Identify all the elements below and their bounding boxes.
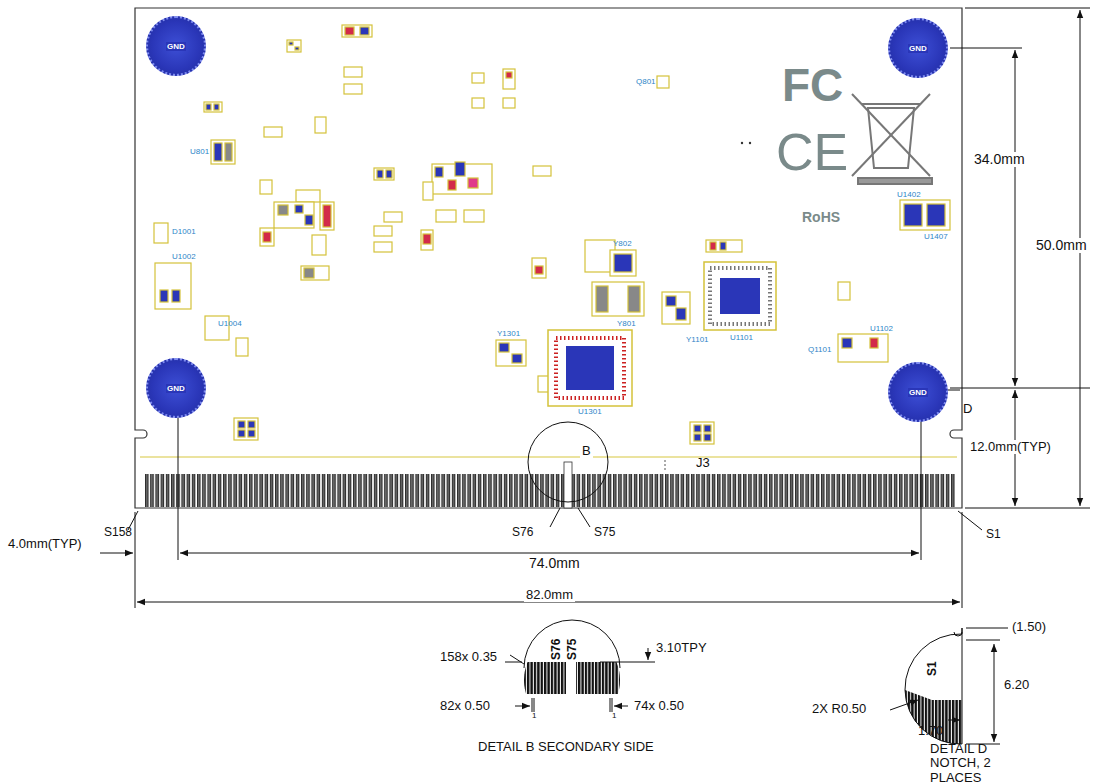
- dimension-text: 74.0mm: [527, 556, 582, 571]
- dimension-text: 74x 0.50: [634, 699, 684, 713]
- dimension-text: 82x 0.50: [440, 699, 490, 713]
- gnd-pad: GND: [888, 362, 948, 422]
- fcc-logo: FC: [782, 60, 843, 111]
- pin-name: S75: [594, 526, 615, 539]
- detail-b: [505, 620, 655, 712]
- connector-name: J3: [696, 456, 710, 470]
- dimension-text: 3.10TPY: [656, 641, 707, 655]
- ref-designator: U1402: [897, 191, 921, 200]
- detail-d: [890, 628, 1008, 744]
- pin-name: S158: [104, 526, 132, 539]
- pin-name: S1: [986, 528, 1001, 541]
- pad-label: GND: [166, 42, 186, 51]
- ce-logo: CE: [776, 124, 848, 181]
- ref-designator: U1002: [172, 253, 196, 262]
- dimension-text: 50.0mm: [1034, 238, 1089, 253]
- pad-label: GND: [908, 388, 928, 397]
- ref-designator: U1101: [730, 334, 753, 343]
- dimension-text: 6.20: [1002, 678, 1031, 692]
- ref-designator: Q1101: [808, 346, 831, 355]
- pin-name: S1: [926, 661, 939, 676]
- rohs-mark: RoHS: [802, 210, 840, 225]
- pin-name: S76: [512, 526, 533, 539]
- ref-designator: D1001: [172, 228, 196, 237]
- ref-designator: U1301: [578, 408, 602, 417]
- ref-designator: Y1101: [686, 336, 709, 345]
- gnd-pad: GND: [888, 18, 948, 78]
- dimension-text: 1.70: [918, 724, 943, 738]
- component-footprints: [154, 25, 950, 444]
- dimension-text: 158x 0.35: [440, 650, 497, 664]
- qfn-chip: [548, 262, 776, 406]
- pad-label: GND: [908, 44, 928, 53]
- pad-label: GND: [166, 384, 186, 393]
- dimension-text: 12.0mm(TYP): [968, 440, 1053, 454]
- ref-designator: U1004: [218, 320, 242, 329]
- ref-designator: Q801: [636, 78, 656, 87]
- ref-designator: U1407: [924, 233, 948, 242]
- dimension-text: (1.50): [1012, 620, 1046, 634]
- edge-fingers: [145, 474, 955, 507]
- dimension-text: 1: [612, 712, 616, 721]
- dimension-lines: [100, 8, 1090, 608]
- ref-designator: U1102: [870, 325, 893, 334]
- detail-title: DETAIL D NOTCH, 2 PLACES: [930, 742, 1014, 784]
- ref-designator: Y801: [617, 320, 636, 329]
- callout-letter: D: [963, 402, 972, 416]
- pin-name: S76: [550, 639, 563, 660]
- callout-letter: B: [580, 444, 593, 458]
- ref-designator: U801: [190, 148, 209, 157]
- detail-title: DETAIL B SECONDARY SIDE: [478, 740, 654, 754]
- dimension-text: 4.0mm(TYP): [8, 537, 82, 551]
- dimension-text: 82.0mm: [524, 588, 575, 602]
- board-outline: [135, 8, 962, 508]
- dimension-text: 1: [532, 712, 536, 721]
- ref-designator: Y1301: [497, 330, 520, 339]
- gnd-pad: GND: [146, 358, 206, 418]
- ref-designator: Y802: [613, 240, 632, 249]
- weee-symbol: [852, 94, 932, 184]
- gnd-pad: GND: [146, 16, 206, 76]
- dimension-text: 34.0mm: [972, 152, 1027, 167]
- dimension-text: 2X R0.50: [812, 702, 866, 716]
- pin-name: S75: [566, 639, 579, 660]
